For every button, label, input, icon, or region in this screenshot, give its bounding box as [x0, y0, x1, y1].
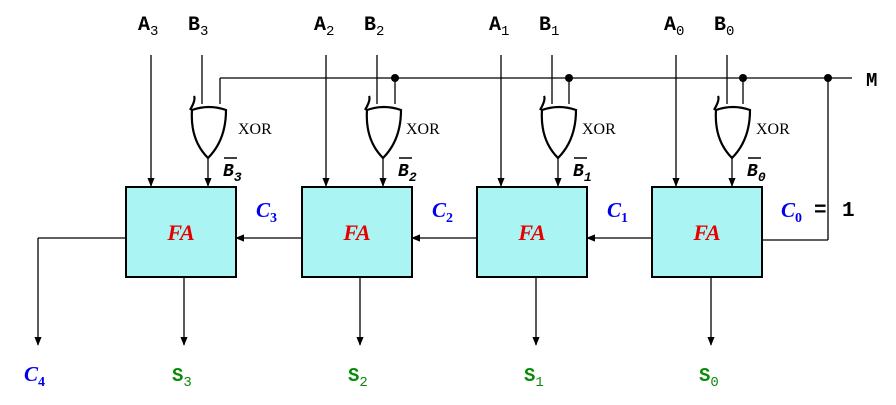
carry-c3-label: C3 — [256, 198, 277, 226]
carry-c1-label: C1 — [607, 198, 628, 226]
junction-dot — [565, 74, 573, 82]
full-adder-0 — [651, 186, 763, 278]
xor-gate-3 — [189, 95, 228, 160]
sum-s3-label: S3 — [172, 365, 192, 391]
sum-s0-label: S0 — [699, 365, 719, 391]
xor-gate-0 — [713, 95, 752, 160]
c0-value: 1 — [842, 200, 855, 223]
xor-gate-1 — [539, 95, 578, 160]
junction-dot — [739, 74, 747, 82]
fa0-label: FA — [692, 220, 720, 245]
bbar3-label: B3 — [223, 162, 242, 185]
xor-label-3: XOR — [238, 121, 272, 138]
bbar0-label: B0 — [747, 162, 766, 185]
fa2-label: FA — [342, 220, 370, 245]
sum-s2-label: S2 — [348, 365, 368, 391]
input-b2-label: B2 — [364, 14, 384, 40]
c0-equals: = — [814, 200, 827, 223]
input-a0-label: A0 — [664, 14, 684, 40]
junction-dot — [391, 74, 399, 82]
xor-label-2: XOR — [406, 121, 440, 138]
full-adder-3 — [125, 186, 237, 278]
c0-label: C0 — [781, 198, 802, 226]
fa1-label: FA — [517, 220, 545, 245]
junction-dot — [824, 74, 832, 82]
input-b1-label: B1 — [539, 14, 559, 40]
input-b3-label: B3 — [188, 14, 208, 40]
bbar2-label: B2 — [398, 162, 417, 185]
fa3-label: FA — [166, 220, 194, 245]
xor-gate-2 — [364, 95, 403, 160]
xor-label-1: XOR — [582, 121, 616, 138]
bbar1-label: B1 — [573, 162, 592, 185]
mode-label: M — [866, 70, 877, 92]
input-a2-label: A2 — [314, 14, 334, 40]
input-b0-label: B0 — [714, 14, 734, 40]
full-adder-2 — [301, 186, 413, 278]
input-a1-label: A1 — [489, 14, 509, 40]
xor-label-0: XOR — [756, 121, 790, 138]
sum-s1-label: S1 — [524, 365, 544, 391]
carry-c2-label: C2 — [432, 198, 453, 226]
full-adder-1 — [476, 186, 588, 278]
input-a3-label: A3 — [138, 14, 158, 40]
carry-c4-label: C4 — [24, 362, 45, 390]
